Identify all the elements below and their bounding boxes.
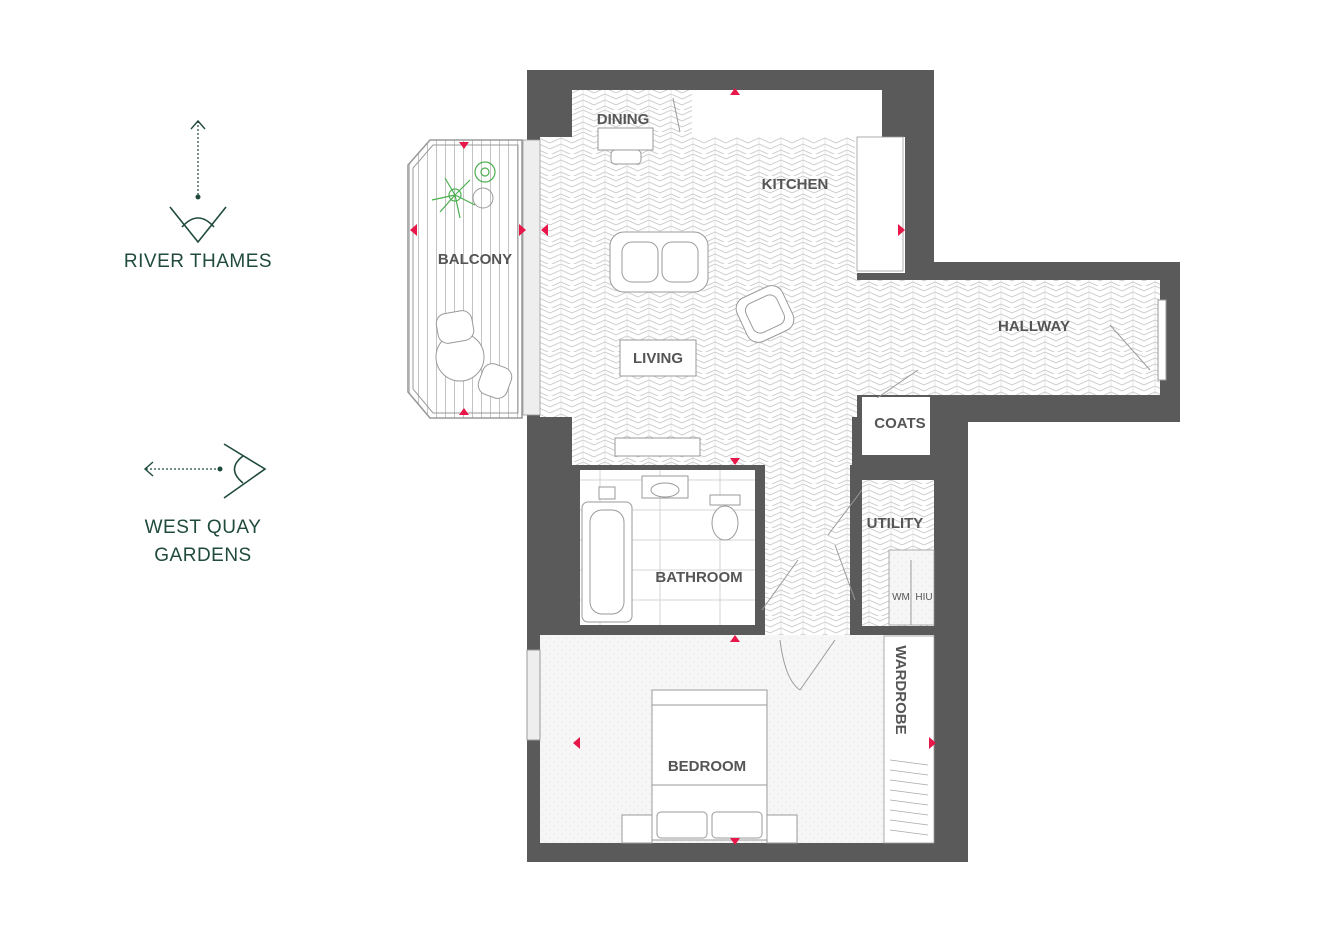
room-label-bathroom: BATHROOM — [655, 569, 742, 586]
bed-blanket — [651, 704, 768, 786]
living-lower-floor — [572, 395, 852, 465]
utility-door-icon — [827, 489, 863, 536]
toilet-bowl-icon — [711, 505, 739, 541]
triangle-marker-icon — [898, 224, 905, 236]
balcony-rail — [412, 144, 519, 414]
balcony-deck — [407, 139, 523, 419]
bedroom-window — [526, 649, 541, 741]
bedroom-door-icon — [799, 639, 836, 691]
bedroom-east-wall — [934, 420, 968, 862]
wardrobe-hangers — [889, 759, 929, 836]
view-west-icon — [143, 443, 267, 499]
sofa-cushion — [661, 241, 699, 283]
entrance-frame — [1157, 299, 1167, 381]
dimension-markers — [410, 88, 936, 845]
bathtub-inner — [589, 509, 625, 615]
triangle-marker-icon — [730, 635, 740, 642]
room-label-dining: DINING — [597, 111, 650, 128]
balcony-chair-icon — [477, 363, 513, 399]
nightstand-icon — [766, 814, 798, 844]
sofa-cushion — [621, 241, 659, 283]
room-labels: DINING KITCHEN BALCONY LIVING HALLWAY CO… — [438, 111, 1070, 775]
triangle-marker-icon — [410, 224, 417, 236]
balcony — [407, 139, 541, 419]
corridor-door-icon — [834, 544, 856, 601]
room-label-kitchen: KITCHEN — [762, 176, 829, 193]
room-label-utility: UTILITY — [867, 515, 924, 532]
triangle-marker-icon — [573, 737, 580, 749]
pillow-icon — [656, 811, 708, 839]
pillow-icon — [711, 811, 763, 839]
toilet-cistern-icon — [709, 494, 741, 506]
room-label-bedroom: BEDROOM — [668, 758, 746, 775]
view-label-line-1: WEST QUAY — [144, 517, 262, 538]
doors — [761, 299, 1167, 691]
hallway-floor — [540, 280, 1160, 395]
dining-bench-icon — [672, 97, 681, 133]
basin-bowl — [650, 482, 680, 498]
kitchen-counter-area — [692, 90, 882, 138]
room-label-balcony: BALCONY — [438, 251, 512, 268]
triangle-marker-icon — [929, 737, 936, 749]
coats-door-icon — [876, 369, 919, 399]
bathroom-shelf-icon — [598, 486, 616, 500]
view-label-river-thames: RIVER THAMES — [123, 251, 273, 272]
inner-corridor-floor — [765, 460, 850, 635]
room-label-wardrobe: WARDROBE — [892, 645, 909, 734]
view-label-line-2: GARDENS — [154, 545, 252, 566]
coffee-table-icon — [619, 339, 697, 377]
triangle-marker-icon — [541, 224, 548, 236]
tv-unit-icon — [614, 437, 701, 457]
coats-floor — [862, 397, 930, 455]
nightstand-icon — [621, 814, 653, 844]
entrance-door-icon — [1109, 324, 1151, 371]
appliance-label-wm: WM — [892, 592, 910, 603]
plant-icon — [431, 161, 496, 219]
balcony-door-frame — [522, 139, 541, 416]
dining-chair-icon — [610, 149, 642, 165]
room-label-coats: COATS — [874, 415, 925, 432]
appliance-label-hiu: HIU — [915, 592, 932, 603]
kitchen-side-counter — [856, 136, 904, 272]
triangle-marker-icon — [459, 408, 469, 415]
triangle-marker-icon — [730, 838, 740, 845]
bathroom-door-icon — [761, 559, 799, 611]
view-north-icon — [169, 119, 227, 244]
balcony-chair-icon — [435, 310, 475, 344]
triangle-marker-icon — [459, 142, 469, 149]
armchair-cushion — [744, 294, 786, 334]
triangle-marker-icon — [519, 224, 526, 236]
wardrobe — [883, 635, 935, 844]
room-label-hallway: HALLWAY — [998, 318, 1070, 335]
bedroom-door-swing — [779, 639, 801, 691]
planter-icon — [472, 187, 494, 209]
triangle-marker-icon — [730, 88, 740, 95]
furniture — [526, 97, 929, 844]
triangle-marker-icon — [730, 458, 740, 465]
room-label-living: LIVING — [633, 350, 683, 367]
view-label-west-quay-gardens: WEST QUAY GARDENS — [108, 514, 298, 570]
dining-table-icon — [597, 127, 654, 151]
